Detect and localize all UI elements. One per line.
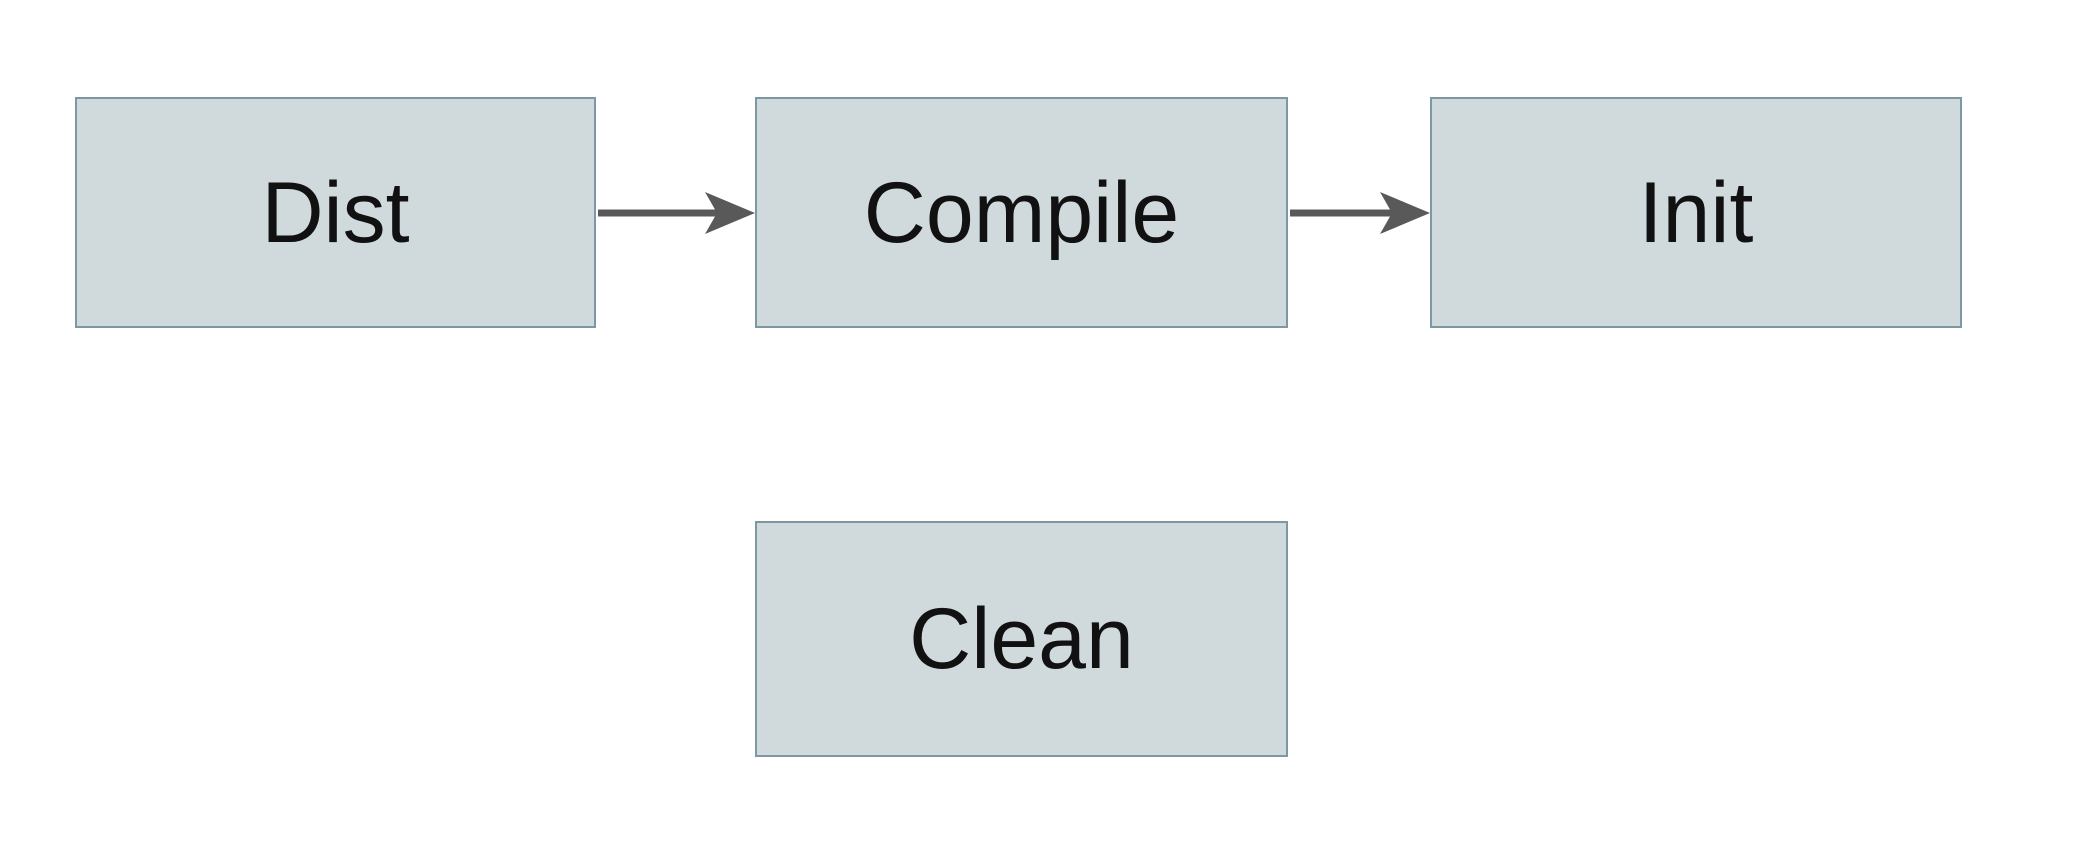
node-clean: Clean [755, 521, 1288, 757]
arrow-compile-to-init [1290, 192, 1430, 234]
node-clean-label: Clean [909, 591, 1134, 687]
node-compile: Compile [755, 97, 1288, 328]
node-dist: Dist [75, 97, 596, 328]
node-dist-label: Dist [261, 164, 410, 261]
arrow-dist-to-compile [598, 192, 755, 234]
node-compile-label: Compile [863, 164, 1180, 261]
node-init-label: Init [1638, 164, 1754, 261]
node-init: Init [1430, 97, 1962, 328]
